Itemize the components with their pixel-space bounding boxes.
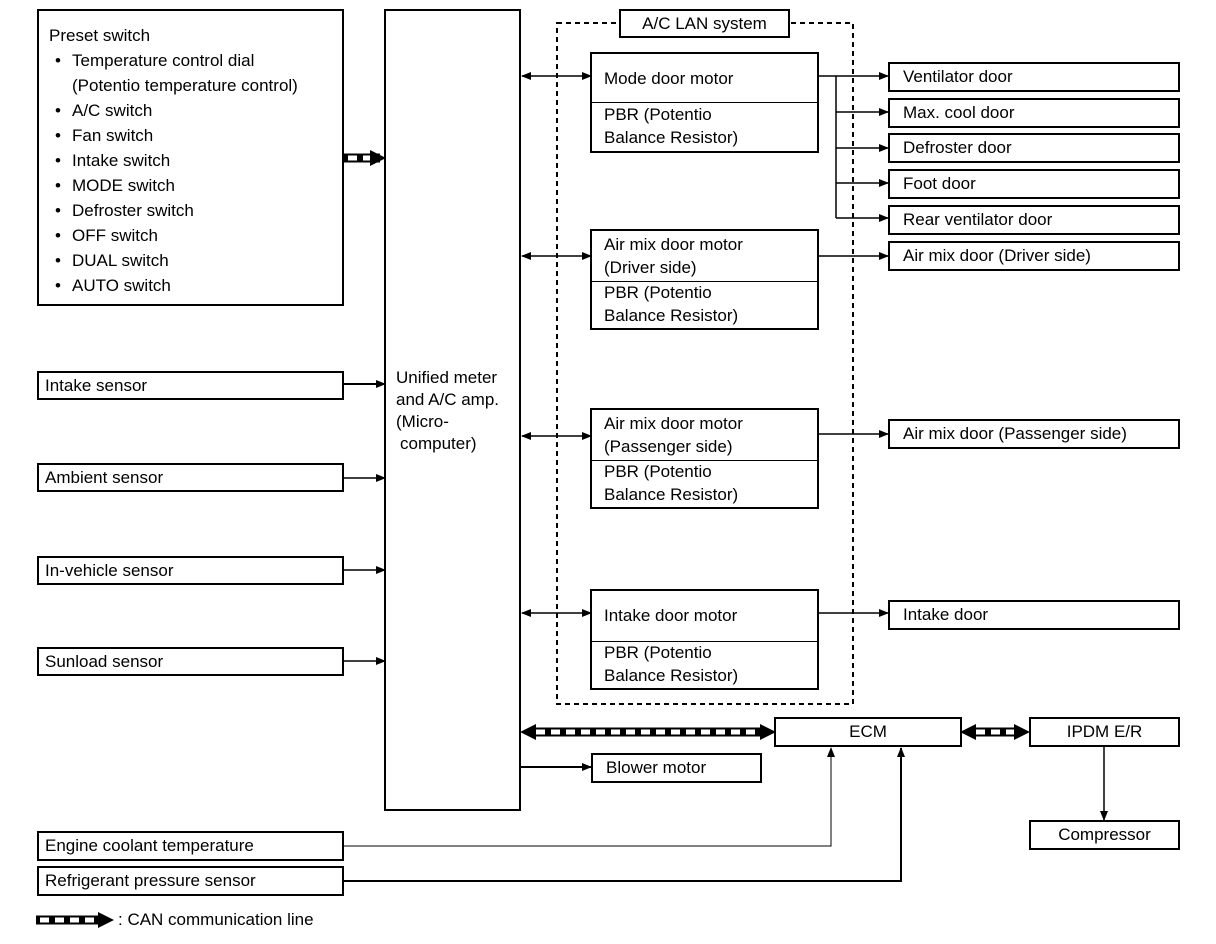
line-coolant-ecm [344, 747, 835, 847]
pbr-label-2: Balance Resistor) [604, 306, 739, 325]
can-line-amp-ecm [520, 724, 776, 740]
mode-door-branches [818, 72, 889, 222]
compressor-box: Compressor [1029, 820, 1180, 850]
rear-ventilator-door-box: Rear ventilator door [888, 205, 1180, 235]
mode-door-motor-label: Mode door motor [604, 69, 734, 88]
pbr-label: PBR (Potentio [604, 283, 712, 302]
list-item: Fan switch [49, 123, 342, 148]
mix-pass-motor-side: (Passenger side) [604, 437, 733, 456]
list-item: A/C switch [49, 98, 342, 123]
maxcool-door-box: Max. cool door [888, 98, 1180, 128]
invehicle-sensor-box: In-vehicle sensor [37, 556, 344, 585]
foot-door-box: Foot door [888, 169, 1180, 199]
mix-pass-motor-label: Air mix door motor [604, 414, 743, 433]
amp-label-line3: (Micro- [396, 412, 449, 431]
mix-driver-motor-side: (Driver side) [604, 258, 697, 277]
coolant-sensor-box: Engine coolant temperature [37, 831, 344, 861]
blower-motor-box: Blower motor [591, 753, 762, 783]
mode-door-motor-box: Mode door motor PBR (Potentio Balance Re… [590, 52, 819, 153]
pbr-label-2: Balance Resistor) [604, 128, 739, 147]
mix-pass-motor-box: Air mix door motor (Passenger side) PBR … [590, 408, 819, 509]
defroster-door-box: Defroster door [888, 133, 1180, 163]
pbr-label: PBR (Potentio [604, 462, 712, 481]
mix-driver-motor-box: Air mix door motor (Driver side) PBR (Po… [590, 229, 819, 330]
list-item: OFF switch [49, 223, 342, 248]
mix-pass-door-box: Air mix door (Passenger side) [888, 419, 1180, 449]
pbr-label: PBR (Potentio [604, 105, 712, 124]
unified-meter-ac-amp: Unified meter and A/C amp. (Micro- compu… [384, 9, 521, 811]
intake-door-motor-label: Intake door motor [604, 606, 738, 625]
ecm-box: ECM [774, 717, 962, 747]
sunload-sensor-box: Sunload sensor [37, 647, 344, 676]
list-item: Intake switch [49, 148, 342, 173]
preset-switch-list: Temperature control dial (Potentio tempe… [49, 48, 342, 298]
pbr-label-2: Balance Resistor) [604, 666, 739, 685]
lan-system-title: A/C LAN system [619, 9, 790, 38]
list-item: Temperature control dial [49, 48, 342, 73]
list-item: (Potentio temperature control) [72, 76, 298, 95]
amp-label-line4: computer) [400, 434, 477, 453]
amp-label-line1: Unified meter [396, 368, 498, 387]
list-item: DUAL switch [49, 248, 342, 273]
legend-can-sample [36, 912, 114, 928]
list-item: Defroster switch [49, 198, 342, 223]
list-item: MODE switch [49, 173, 342, 198]
can-line-ecm-ipdm [960, 724, 1030, 740]
refrigerant-sensor-box: Refrigerant pressure sensor [37, 866, 344, 896]
line-refrigerant-ecm [344, 747, 905, 882]
intake-door-box: Intake door [888, 600, 1180, 630]
intake-sensor-box: Intake sensor [37, 371, 344, 400]
can-line-preset [344, 150, 386, 166]
ventilator-door-box: Ventilator door [888, 62, 1180, 92]
pbr-label: PBR (Potentio [604, 643, 712, 662]
pbr-label-2: Balance Resistor) [604, 485, 739, 504]
legend-text: : CAN communication line [118, 910, 314, 929]
preset-switch-box: Preset switch Temperature control dial (… [37, 9, 344, 306]
intake-door-motor-box: Intake door motor PBR (Potentio Balance … [590, 589, 819, 690]
mix-driver-door-box: Air mix door (Driver side) [888, 241, 1180, 271]
ipdm-box: IPDM E/R [1029, 717, 1180, 747]
ambient-sensor-box: Ambient sensor [37, 463, 344, 492]
amp-label-line2: and A/C amp. [396, 390, 500, 409]
preset-switch-title: Preset switch [49, 26, 151, 45]
mix-driver-motor-label: Air mix door motor [604, 235, 743, 254]
list-item: AUTO switch [49, 273, 342, 298]
